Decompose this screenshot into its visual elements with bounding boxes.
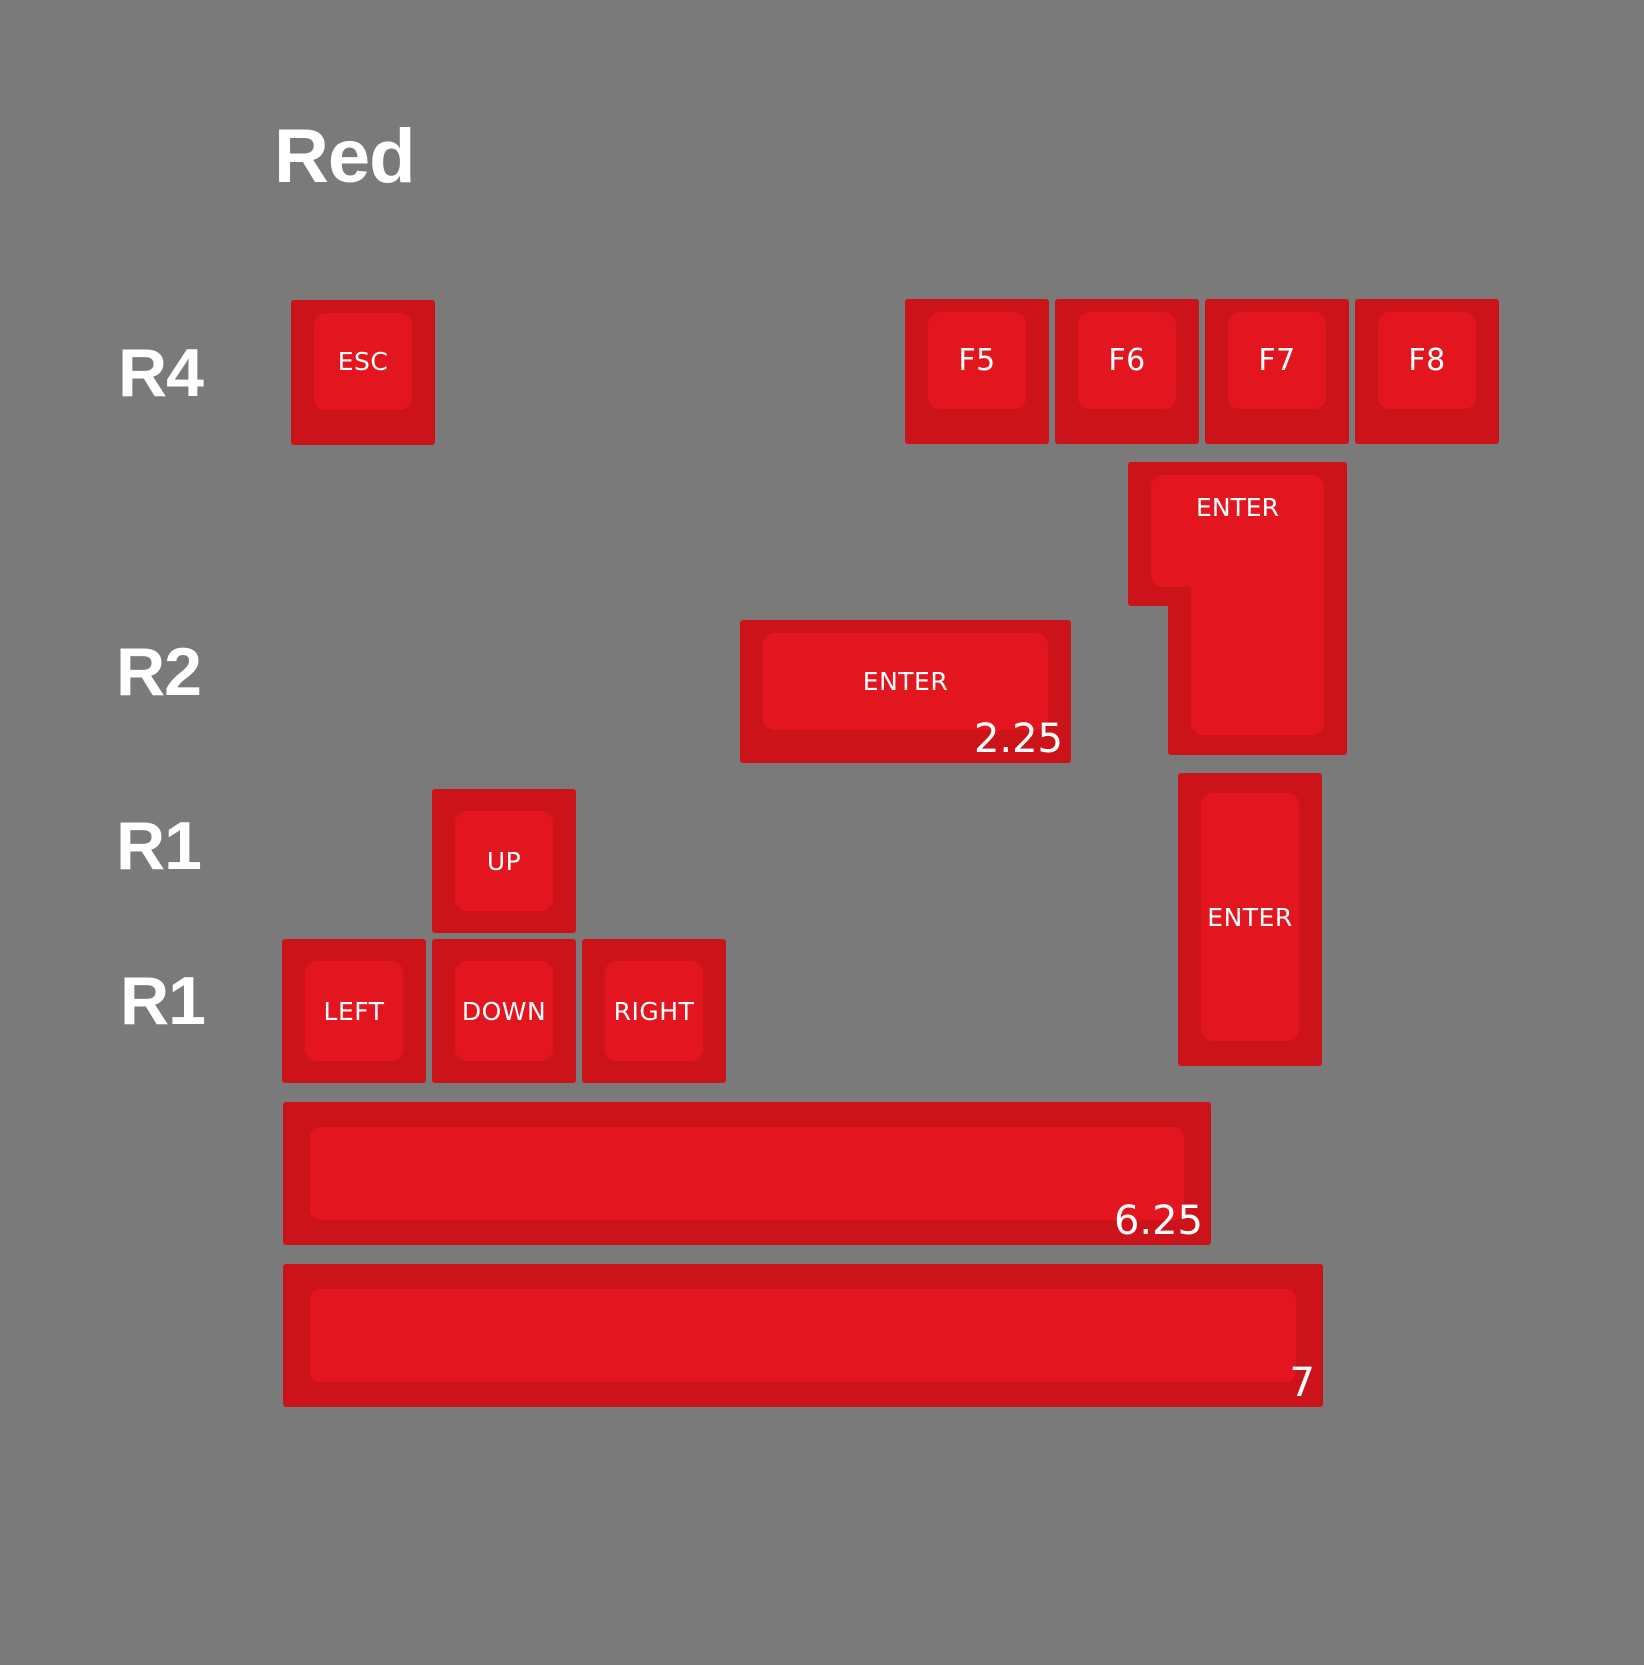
key-enter-vertical: ENTER	[1178, 773, 1322, 1066]
size-label: 7	[1289, 1360, 1315, 1406]
key-legend: LEFT	[323, 996, 385, 1026]
key-legend: ENTER	[1207, 902, 1293, 932]
key-legend: F8	[1408, 343, 1446, 378]
keycap-top	[1151, 475, 1324, 587]
keycap-top: F6	[1078, 312, 1176, 409]
size-label: 2.25	[973, 716, 1063, 762]
keycap-top: F8	[1378, 312, 1476, 409]
key-legend: F7	[1258, 343, 1296, 378]
keycap-top	[310, 1127, 1184, 1220]
key-up: UP	[432, 789, 576, 933]
keycap-top: F7	[1228, 312, 1326, 409]
key-f5: F5	[905, 299, 1049, 444]
key-legend: UP	[486, 846, 522, 876]
key-enter-2-25: ENTER 2.25	[740, 620, 1071, 763]
keycap-top	[310, 1289, 1296, 1382]
row-label-r1-arrows-bottom: R1	[120, 963, 206, 1039]
row-label-r4: R4	[118, 335, 204, 411]
keycap-top: LEFT	[305, 961, 403, 1061]
key-legend: F6	[1108, 343, 1146, 378]
key-legend: F5	[958, 343, 996, 378]
key-esc: ESC	[291, 300, 435, 445]
keycap-top: ESC	[314, 313, 412, 410]
row-label-r1-arrows-top: R1	[116, 808, 202, 884]
keycap-top: F5	[928, 312, 1026, 409]
keycap-top: ENTER	[763, 633, 1048, 730]
key-legend: ENTER	[862, 667, 949, 696]
key-f7: F7	[1205, 299, 1349, 444]
keycap-top: ENTER	[1201, 793, 1299, 1041]
key-legend: ESC	[337, 347, 389, 376]
key-iso-enter: ENTER	[1128, 462, 1347, 755]
keycap-top: UP	[455, 811, 553, 911]
key-spacebar-6-25: 6.25	[283, 1102, 1211, 1245]
kit-title: Red	[274, 114, 416, 199]
key-spacebar-7: 7	[283, 1264, 1323, 1407]
size-label: 6.25	[1113, 1198, 1203, 1244]
key-legend: DOWN	[461, 996, 547, 1026]
key-legend: ENTER	[1196, 492, 1279, 522]
key-f8: F8	[1355, 299, 1499, 444]
key-legend: RIGHT	[613, 996, 695, 1026]
key-down: DOWN	[432, 939, 576, 1083]
keycap-top: DOWN	[455, 961, 553, 1061]
row-label-r2: R2	[116, 634, 202, 710]
key-left: LEFT	[282, 939, 426, 1083]
keycap-top	[1191, 572, 1324, 735]
key-f6: F6	[1055, 299, 1199, 444]
key-right: RIGHT	[582, 939, 726, 1083]
keycap-top: RIGHT	[605, 961, 703, 1061]
